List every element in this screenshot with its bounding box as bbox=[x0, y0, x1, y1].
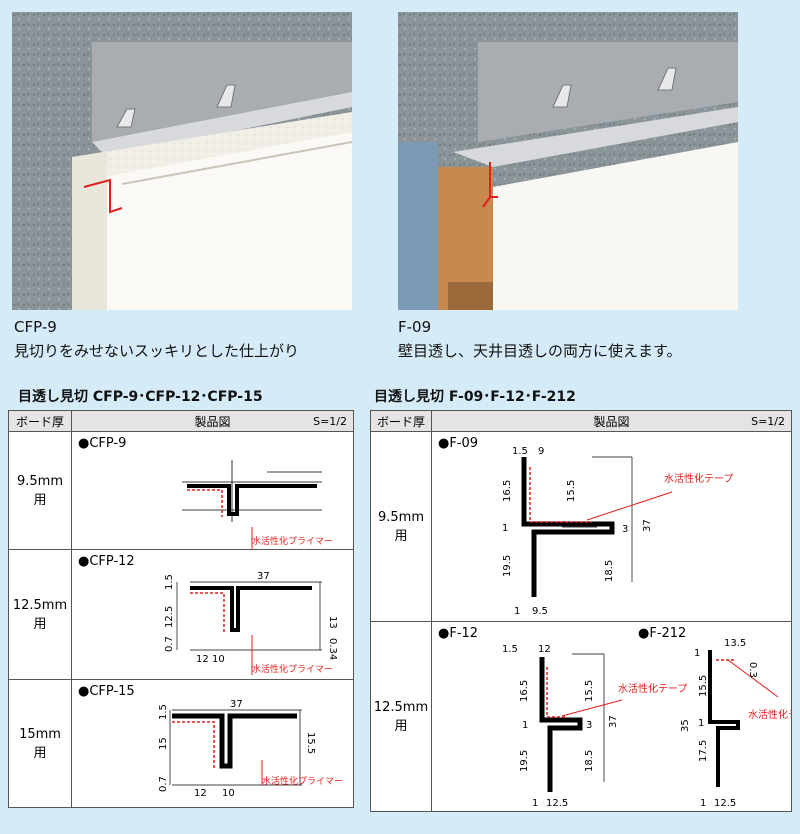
dim-label: 10 bbox=[212, 654, 225, 665]
dim-label: 37 bbox=[257, 571, 270, 582]
dim-label: 13.5 bbox=[724, 638, 746, 649]
dim-label: 16.5 bbox=[519, 680, 530, 702]
table-row: 9.5mm 用 ●CFP-9 水活性化プライマー bbox=[8, 431, 354, 550]
table-row: 12.5mm 用 ●F-12 ●F-212 1.5 12 16.5 15.5 1 … bbox=[370, 621, 792, 812]
board-size: 9.5mm bbox=[377, 509, 424, 525]
board-size: 12.5mm bbox=[373, 699, 429, 715]
drawing-f-212: 13.5 1 0.3 15.5 35 1 17.5 1 12.5 水活性化テープ bbox=[680, 638, 792, 809]
dim-label: 12 bbox=[194, 788, 207, 799]
dim-label: 1 bbox=[700, 798, 706, 809]
drawing-cfp-12: 37 1.5 12.5 13 0.7 12 10 0.34 水活性化プライマー bbox=[164, 571, 338, 675]
dim-label: 1 bbox=[694, 648, 700, 659]
dim-label: 1 bbox=[532, 798, 538, 809]
section-title-right: 目透し見切 F-09･F-12･F-212 bbox=[374, 389, 576, 405]
dim-label: 0.34 bbox=[327, 638, 338, 660]
dim-label: 12.5 bbox=[714, 798, 736, 809]
product-name: ●CFP-9 bbox=[78, 436, 127, 451]
dim-label: 12 bbox=[538, 644, 551, 655]
board-use: 用 bbox=[33, 492, 47, 508]
dim-label: 3 bbox=[586, 720, 592, 731]
dim-label: 12.5 bbox=[164, 606, 175, 628]
dim-label: 13 bbox=[327, 616, 338, 629]
note-label: 水活性化プライマー bbox=[262, 775, 343, 787]
board-use: 用 bbox=[394, 528, 408, 544]
board-use: 用 bbox=[33, 616, 47, 632]
board-size: 12.5mm bbox=[12, 597, 68, 613]
scale-label: S=1/2 bbox=[751, 415, 785, 428]
dim-label: 19.5 bbox=[502, 555, 513, 577]
drawing-cfp-15: 37 1.5 15 15.5 0.7 12 10 水活性化プライマー bbox=[158, 699, 343, 799]
col-drawing: 製品図 bbox=[593, 414, 630, 429]
product-name: ●CFP-15 bbox=[78, 684, 135, 699]
description-right: 壁目透し、天井目透しの両方に使えます。 bbox=[398, 342, 682, 360]
col-board-thickness: ボード厚 bbox=[8, 410, 72, 432]
note-label: 水活性化テープ bbox=[748, 708, 792, 721]
note-label: 水活性化プライマー bbox=[252, 663, 333, 675]
dim-label: 9 bbox=[538, 446, 544, 457]
product-name: ●CFP-12 bbox=[78, 554, 135, 569]
dim-label: 1.5 bbox=[164, 574, 175, 590]
dim-label: 3 bbox=[622, 524, 628, 535]
dim-label: 37 bbox=[230, 699, 243, 710]
dim-label: 1 bbox=[522, 720, 528, 731]
scale-label: S=1/2 bbox=[313, 415, 347, 428]
product-name-2: ●F-212 bbox=[638, 626, 687, 641]
product-name: ●F-09 bbox=[438, 436, 479, 451]
drawing-f-12: 1.5 12 16.5 15.5 1 3 37 19.5 18.5 1 12.5… bbox=[502, 644, 687, 809]
dim-label: 12 bbox=[196, 654, 209, 665]
dim-label: 0.3 bbox=[747, 662, 758, 678]
dim-label: 0.7 bbox=[164, 636, 175, 652]
dim-label: 0.7 bbox=[158, 776, 169, 792]
product-name: ●F-12 bbox=[438, 626, 479, 641]
dim-label: 18.5 bbox=[584, 750, 595, 772]
table-row: 12.5mm 用 ●CFP-12 37 1.5 12.5 13 0.7 12 10… bbox=[8, 549, 354, 680]
dim-label: 35 bbox=[680, 719, 691, 732]
dim-label: 37 bbox=[608, 715, 619, 728]
dim-label: 15 bbox=[158, 737, 169, 750]
table-row: 15mm 用 ●CFP-15 37 1.5 15 15.5 0.7 12 10 水… bbox=[8, 679, 354, 808]
dim-label: 1.5 bbox=[512, 446, 528, 457]
dim-label: 17.5 bbox=[698, 740, 709, 762]
board-use: 用 bbox=[33, 745, 47, 761]
dim-label: 15.5 bbox=[305, 732, 316, 754]
dim-label: 1.5 bbox=[158, 704, 169, 720]
model-label-right: F-09 bbox=[398, 318, 432, 336]
photo-cfp-9 bbox=[12, 12, 352, 310]
note-label: 水活性化プライマー bbox=[252, 535, 333, 547]
dim-label: 1 bbox=[698, 718, 704, 729]
spec-table-right: ボード厚 製品図 S=1/2 9.5mm 用 ●F-09 1.5 9 16.5 1… bbox=[370, 410, 792, 812]
dim-label: 15.5 bbox=[584, 680, 595, 702]
col-drawing: 製品図 bbox=[194, 414, 231, 429]
board-size: 15mm bbox=[19, 726, 61, 742]
dim-label: 10 bbox=[222, 788, 235, 799]
dim-label: 37 bbox=[642, 519, 653, 532]
board-use: 用 bbox=[394, 718, 408, 734]
drawing-cfp-9: 水活性化プライマー bbox=[182, 460, 333, 550]
dim-label: 1.5 bbox=[502, 644, 518, 655]
dim-label: 1 bbox=[502, 523, 508, 534]
note-label: 水活性化テープ bbox=[618, 682, 687, 695]
dim-label: 19.5 bbox=[519, 750, 530, 772]
dim-label: 1 bbox=[514, 606, 520, 617]
dim-label: 9.5 bbox=[532, 606, 548, 617]
dim-label: 15.5 bbox=[698, 675, 709, 697]
dim-label: 18.5 bbox=[604, 560, 615, 582]
model-label-left: CFP-9 bbox=[14, 318, 57, 336]
section-title-left: 目透し見切 CFP-9･CFP-12･CFP-15 bbox=[18, 389, 263, 405]
dim-label: 15.5 bbox=[566, 480, 577, 502]
note-label: 水活性化テープ bbox=[664, 472, 733, 485]
spec-table-left: ボード厚 製品図 S=1/2 9.5mm 用 ●CFP-9 水活性化プライマー 1… bbox=[8, 410, 354, 808]
board-size: 9.5mm bbox=[16, 473, 63, 489]
photo-f-09 bbox=[398, 12, 738, 310]
description-left: 見切りをみせないスッキリとした仕上がり bbox=[14, 342, 300, 360]
dim-label: 16.5 bbox=[502, 480, 513, 502]
drawing-f-09: 1.5 9 16.5 15.5 1 3 37 19.5 18.5 1 9.5 水… bbox=[502, 446, 733, 617]
col-board-thickness: ボード厚 bbox=[370, 410, 432, 432]
dim-label: 12.5 bbox=[546, 798, 568, 809]
